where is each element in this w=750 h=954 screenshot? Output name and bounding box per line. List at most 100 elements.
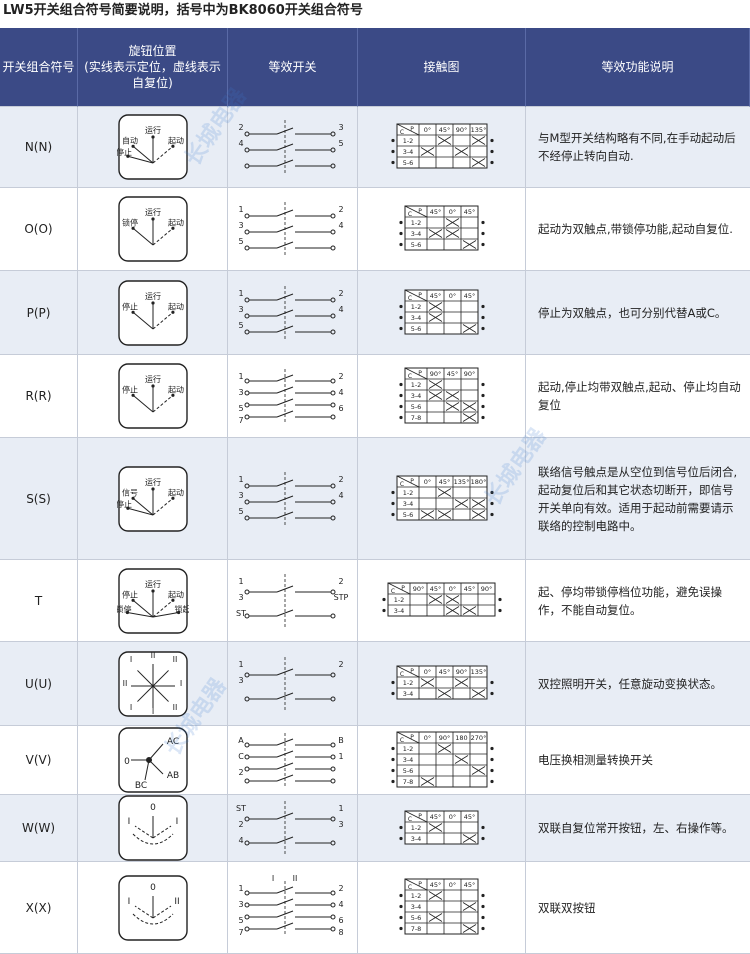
knob-label: 起动 (167, 136, 183, 146)
contact-pair-label: 5-6 (402, 511, 413, 519)
terminal-label: STP (333, 593, 348, 602)
header-equivalent-switch: 等效开关 (228, 28, 358, 107)
header-function-description: 等效功能说明 (526, 28, 750, 107)
terminal-label: 1 (238, 660, 243, 669)
contact-header-c: C (408, 816, 412, 823)
knob-label: 停止 (122, 301, 138, 311)
angle-label: 0° (449, 208, 456, 216)
terminal-label: 4 (338, 388, 343, 397)
switch-code: U(U) (0, 642, 78, 726)
function-description: 双控照明开关，任意旋动变换状态。 (526, 642, 750, 726)
angle-label: 270° (470, 734, 486, 742)
contact-pair-label: 1-2 (411, 824, 422, 832)
contact-header-p: P (410, 734, 414, 741)
angle-label: 0° (423, 668, 430, 676)
angle-label: 45° (430, 208, 442, 216)
contact-pair-label: 5-6 (402, 767, 413, 775)
angle-label: 90° (455, 126, 467, 134)
contact-pair-label: 5-6 (411, 403, 422, 411)
knob-label: 运行 (145, 207, 161, 217)
terminal-label: 2 (338, 660, 343, 669)
angle-label: 90° (464, 370, 476, 378)
knob-position-diagram: 运行自动起动停止 (117, 114, 188, 180)
contact-pair-label: 1-2 (411, 381, 422, 389)
knob-label: I (129, 703, 131, 712)
angle-label: 45° (464, 881, 476, 889)
terminal-label: 5 (238, 507, 243, 516)
terminal-label: 6 (338, 404, 343, 413)
function-description: 双联双按钮 (526, 862, 750, 954)
terminal-label: B (338, 736, 344, 745)
knob-label: I (127, 897, 130, 907)
terminal-label: 3 (238, 593, 243, 602)
contact-pair-label: 3-4 (411, 903, 422, 911)
switch-code: X(X) (0, 862, 78, 954)
terminal-label: 4 (338, 491, 343, 500)
contact-pair-label: 3-4 (411, 230, 422, 238)
switch-code: T (0, 560, 78, 642)
angle-label: 90° (430, 370, 442, 378)
terminal-label: ST (236, 804, 246, 813)
terminal-label: 5 (238, 321, 243, 330)
terminal-label: 3 (238, 221, 243, 230)
terminal-label: 2 (238, 123, 243, 132)
terminal-label: 4 (338, 305, 343, 314)
knob-label: 信号 (122, 487, 138, 497)
switch-code: R(R) (0, 355, 78, 438)
angle-label: 0° (449, 813, 456, 821)
angle-label: 45° (447, 370, 459, 378)
terminal-label: 2 (338, 289, 343, 298)
contact-header-p: P (418, 370, 422, 377)
angle-label: 45° (464, 292, 476, 300)
header-knob-position: 旋钮位置 (实线表示定位，虚线表示自复位) (78, 28, 228, 107)
function-description: 与M型开关结构略有不同,在手动起动后不经停止转向自动. (526, 107, 750, 188)
knob-label: 起动 (167, 301, 183, 311)
angle-label: 45° (430, 585, 442, 593)
knob-label: BC (134, 781, 146, 791)
angle-label: 180° (470, 478, 486, 486)
contact-pair-label: 5-6 (411, 241, 422, 249)
angle-label: 45° (438, 126, 450, 134)
terminal-label: 6 (338, 916, 343, 925)
header-contact-diagram: 接触图 (358, 28, 526, 107)
contact-header-p: P (418, 292, 422, 299)
contact-header-c: C (399, 671, 403, 678)
terminal-label: 5 (238, 237, 243, 246)
knob-position-diagram: 运行锁停起动 (117, 196, 188, 262)
terminal-label: 2 (338, 205, 343, 214)
terminal-label: 2 (338, 577, 343, 586)
terminal-label: 5 (338, 139, 343, 148)
contact-header-p: P (410, 126, 414, 133)
terminal-label: 2 (238, 820, 243, 829)
function-description: 电压换相测量转换开关 (526, 726, 750, 795)
contact-pair-label: 3-4 (402, 690, 413, 698)
knob-label: 运行 (145, 374, 161, 384)
